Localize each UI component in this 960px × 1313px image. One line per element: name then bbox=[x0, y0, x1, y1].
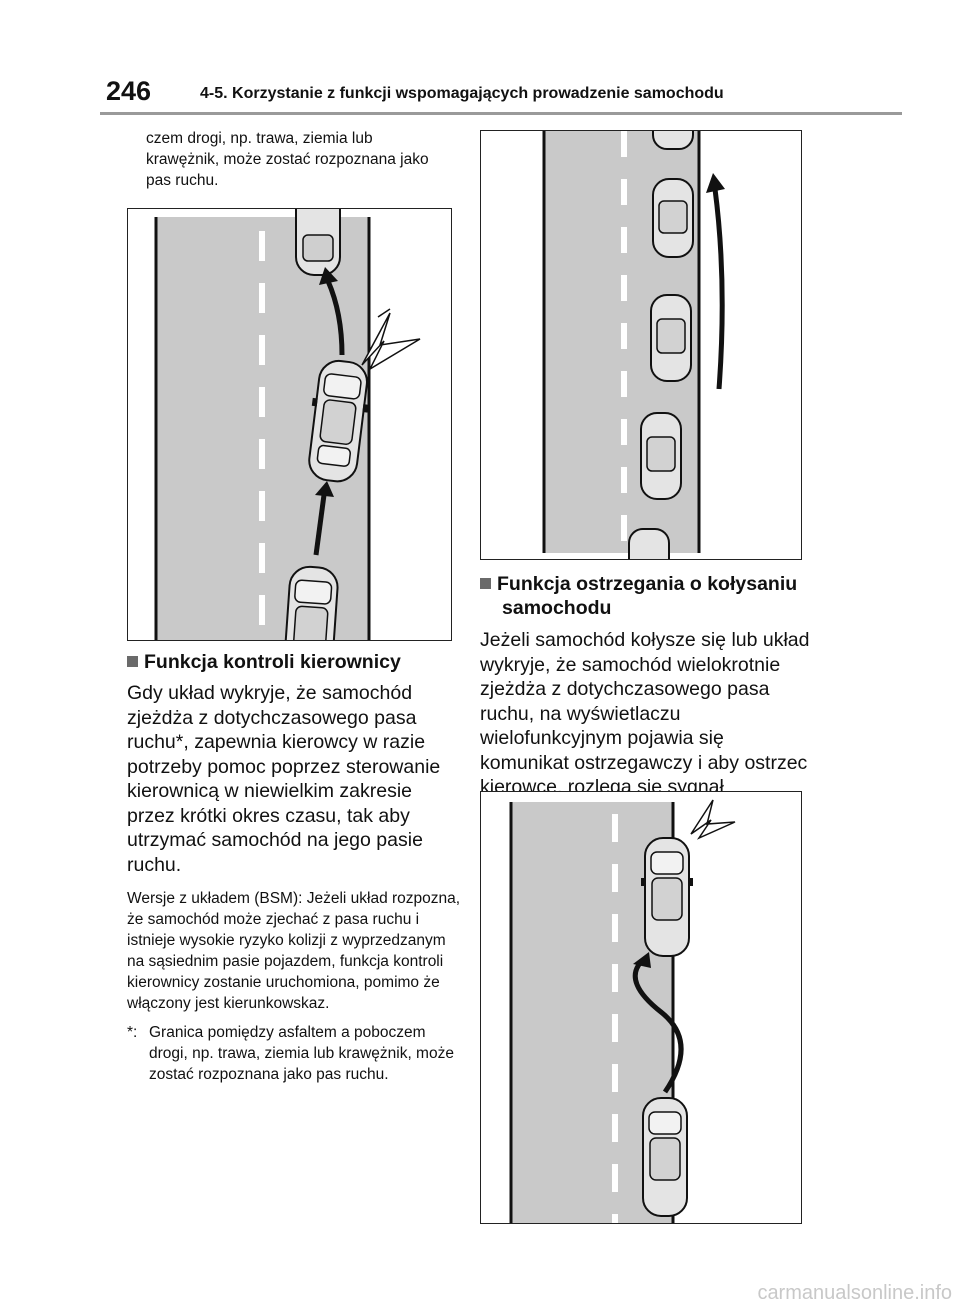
bullet-square-icon bbox=[127, 656, 138, 667]
header-divider bbox=[100, 112, 902, 115]
footnote-text: Granica pomiędzy asfaltem a poboczem dro… bbox=[149, 1024, 454, 1083]
sway-warning-description: Jeżeli samochód kołysze się lub układ wy… bbox=[480, 629, 810, 823]
steering-control-description: Gdy układ wykryje, że samochód zjeżdża z… bbox=[127, 682, 441, 876]
figure-sway-warning bbox=[480, 791, 802, 1224]
bsm-note: Wersje z układem (BSM): Jeżeli układ roz… bbox=[127, 890, 461, 1012]
figure-steering-control bbox=[127, 208, 452, 641]
continuation-text: czem drogi, np. trawa, ziemia lub krawęż… bbox=[146, 130, 429, 189]
heading-sway-warning: Funkcja ostrzegania o kołysaniu samochod… bbox=[480, 572, 810, 620]
footnote: *: Granica pomiędzy asfaltem a poboczem … bbox=[127, 1022, 462, 1085]
footnote-mark: *: bbox=[127, 1024, 138, 1041]
car-icon bbox=[308, 359, 369, 483]
watermark: carmanualsonline.info bbox=[757, 1282, 952, 1304]
heading-steering-control: Funkcja kontroli kierownicy bbox=[127, 650, 462, 674]
page-number: 246 bbox=[106, 76, 152, 106]
bullet-square-icon bbox=[480, 578, 491, 589]
section-title: 4-5. Korzystanie z funkcji wspomagającyc… bbox=[200, 85, 724, 102]
figure-lane-keeping bbox=[480, 130, 802, 560]
